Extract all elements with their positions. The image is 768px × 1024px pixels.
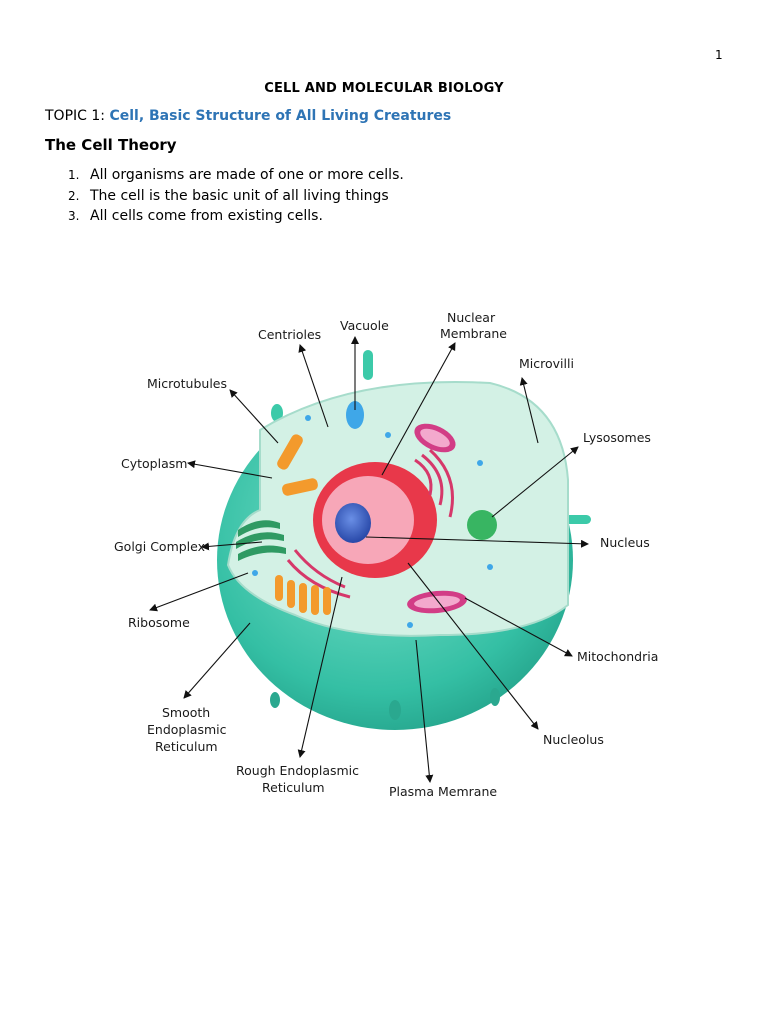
page-number: 1 [715,48,723,62]
label-mitochondria: Mitochondria [577,649,658,664]
label-ribosome: Ribosome [128,615,190,630]
smooth-er-shape [275,575,331,615]
leader-lines [149,336,589,783]
cell-theory-list: 1. All organisms are made of one or more … [68,165,404,227]
golgi-shape [236,520,286,561]
list-text: The cell is the basic unit of all living… [90,187,389,204]
label-smooth-er-1: Smooth [162,705,210,720]
label-smooth-er-3: Reticulum [155,739,218,754]
list-item: 2. The cell is the basic unit of all livi… [68,186,404,207]
microtubule-shapes [277,434,318,496]
cell-diagram-figure: Vacuole Nuclear Membrane Centrioles Micr… [110,305,660,805]
section-heading: The Cell Theory [45,136,177,154]
mitochondria-shape [407,423,467,614]
topic-line: TOPIC 1: Cell, Basic Structure of All Li… [45,108,451,124]
label-nuclear-membrane-1: Nuclear [447,310,496,325]
list-number: 1. [68,168,80,182]
label-lysosomes: Lysosomes [583,430,651,445]
label-plasma-membrane: Plasma Memrane [389,784,497,799]
label-nucleolus: Nucleolus [543,732,604,747]
list-number: 3. [68,209,80,223]
nucleus-group [313,462,437,578]
label-rough-er-1: Rough Endoplasmic [236,763,359,778]
list-item: 3. All cells come from existing cells. [68,206,404,227]
vacuole-shape [346,401,364,429]
label-smooth-er-2: Endoplasmic [147,722,227,737]
label-centrioles: Centrioles [258,327,321,342]
label-golgi-complex: Golgi Complex [114,539,205,554]
label-vacuole: Vacuole [340,318,389,333]
list-text: All organisms are made of one or more ce… [90,167,404,183]
label-microvilli: Microvilli [519,356,574,371]
nucleolus-shape [335,503,371,543]
rough-er-shape [286,448,454,599]
document-title: CELL AND MOLECULAR BIOLOGY [264,81,504,96]
topic-prefix: TOPIC 1: [45,108,110,124]
ribosome-dots [252,415,493,628]
label-rough-er-2: Reticulum [262,780,325,795]
cell-diagram: Vacuole Nuclear Membrane Centrioles Micr… [114,310,658,799]
list-item: 1. All organisms are made of one or more … [68,165,404,186]
lysosome-shape [467,510,497,540]
label-nucleus: Nucleus [600,535,650,550]
list-text: All cells come from existing cells. [90,208,323,224]
topic-title: Cell, Basic Structure of All Living Crea… [109,108,452,124]
list-number: 2. [68,188,80,203]
label-cytoplasm: Cytoplasm [121,456,187,471]
label-microtubules: Microtubules [147,376,227,391]
label-nuclear-membrane-2: Membrane [440,326,507,341]
